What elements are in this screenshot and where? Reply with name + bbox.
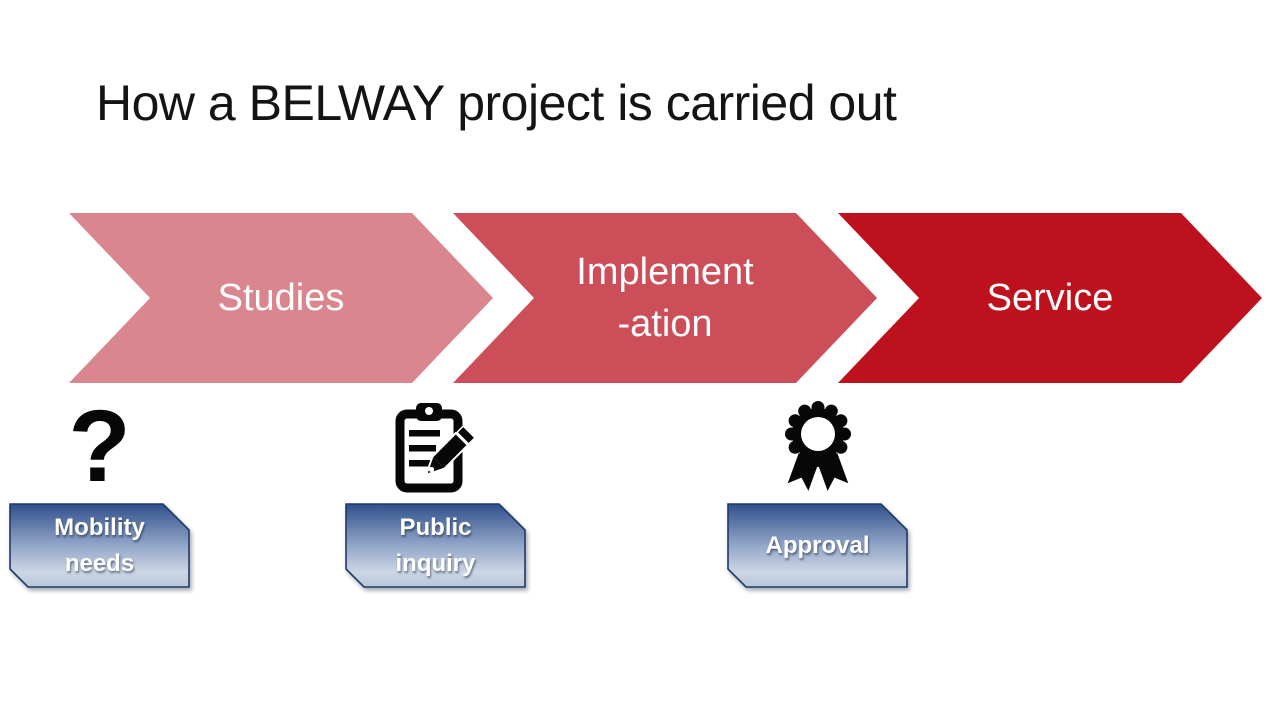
tag-label: Public inquiry — [345, 503, 526, 588]
process-step-studies: Studies — [69, 213, 493, 383]
process-step-implementation: Implement -ation — [453, 213, 877, 383]
step-line: Implement — [576, 251, 754, 293]
milestone-approval: Approval — [727, 398, 908, 588]
award-rosette-icon — [783, 398, 853, 498]
milestone-public-inquiry: Public inquiry — [345, 398, 526, 588]
process-step-service: Service — [838, 213, 1262, 383]
slide-title: How a BELWAY project is carried out — [96, 75, 897, 131]
milestone-tag-mobility-needs: Mobility needs — [9, 503, 190, 588]
clipboard-pencil-icon — [392, 398, 480, 498]
milestone-tag-approval: Approval — [727, 503, 908, 588]
tag-shape — [345, 503, 526, 588]
milestone-mobility-needs: ? Mobility needs — [9, 389, 190, 588]
step-line: Studies — [217, 277, 345, 319]
process-step-label: Implement -ation — [576, 246, 753, 350]
question-mark-icon: ? — [68, 389, 131, 503]
tag-line: Approval — [765, 531, 870, 559]
question-mark-glyph: ? — [68, 389, 131, 503]
step-line: -ation — [617, 303, 713, 345]
tag-label: Approval — [727, 503, 908, 588]
pencil-glyph — [425, 425, 475, 475]
milestone-tag-public-inquiry: Public inquiry — [345, 503, 526, 588]
clipboard-pencil-svg — [395, 402, 475, 492]
tag-label: Mobility needs — [9, 503, 190, 588]
process-step-label: Service — [987, 272, 1114, 324]
tag-shape — [727, 503, 908, 588]
tag-line: inquiry — [395, 549, 476, 577]
process-step-label: Studies — [218, 272, 345, 324]
tag-shape — [9, 503, 190, 588]
step-line: Service — [986, 277, 1114, 319]
tag-line: Mobility — [54, 513, 145, 541]
tag-line: Public — [399, 513, 472, 541]
tag-line: needs — [64, 549, 135, 577]
award-rosette-svg — [784, 400, 851, 491]
